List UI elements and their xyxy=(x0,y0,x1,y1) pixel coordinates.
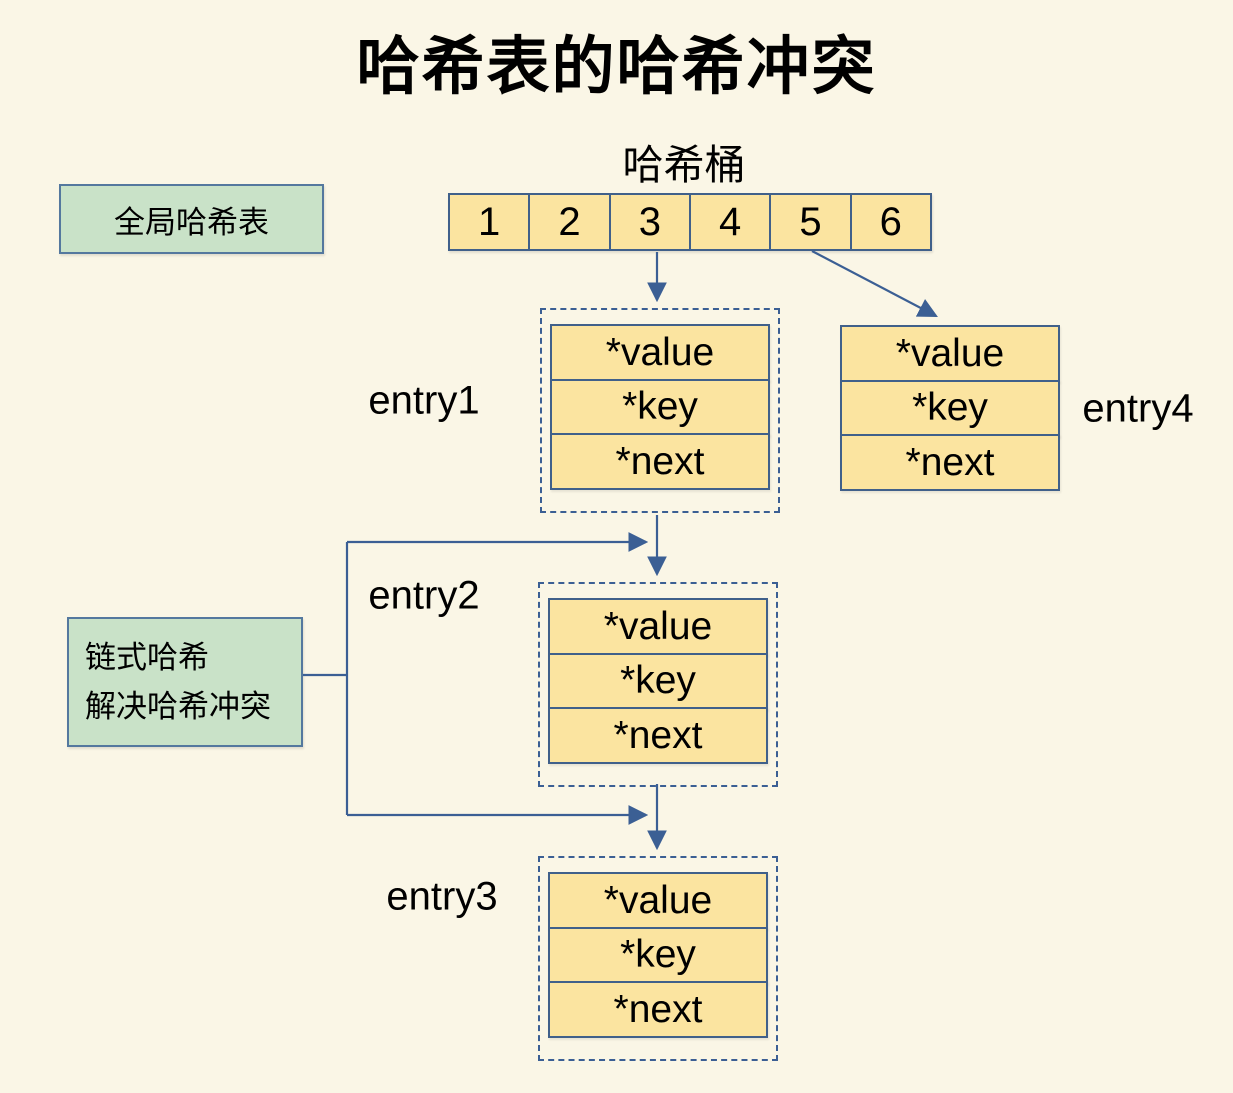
entry4-record: *value *key *next xyxy=(840,325,1060,491)
arrow-bucket5-to-entry4 xyxy=(811,250,938,318)
bucket-cell-3: 3 xyxy=(611,195,691,249)
entry1-node: *value *key *next xyxy=(540,308,780,513)
entry3-field-value: *value xyxy=(548,872,768,929)
entry1-label: entry1 xyxy=(368,378,480,423)
chained-hash-line2: 解决哈希冲突 xyxy=(85,689,271,724)
entry4-label: entry4 xyxy=(1082,386,1194,431)
entry3-node: *value *key *next xyxy=(538,856,778,1061)
entry1-field-key: *key xyxy=(550,378,770,436)
global-hash-table-label: 全局哈希表 xyxy=(59,184,324,254)
entry4-field-next: *next xyxy=(840,434,1060,491)
entry1-record: *value *key *next xyxy=(550,324,770,490)
entry2-field-value: *value xyxy=(548,598,768,655)
entry4-node: *value *key *next xyxy=(840,325,1060,491)
entry3-field-key: *key xyxy=(548,926,768,984)
bucket-cell-6: 6 xyxy=(879,199,902,244)
chain-bracket-line xyxy=(303,542,349,815)
entry2-field-key: *key xyxy=(548,652,768,710)
entry1-field-value: *value xyxy=(550,324,770,381)
chained-hash-label: 链式哈希 解决哈希冲突 xyxy=(67,617,303,747)
entry4-field-key: *key xyxy=(840,379,1060,437)
entry3-label: entry3 xyxy=(386,874,498,919)
bucket-cell-4: 4 xyxy=(691,195,772,249)
bucket-cell-1: 1 xyxy=(450,195,531,249)
bucket-cell-5: 5 xyxy=(771,195,852,249)
entry3-field-next: *next xyxy=(548,981,768,1038)
page-title: 哈希表的哈希冲突 xyxy=(356,32,877,102)
hash-bucket: 1 2 3 4 5 6 xyxy=(448,193,932,251)
entry2-node: *value *key *next xyxy=(538,582,778,787)
chained-hash-line1: 链式哈希 xyxy=(85,640,209,675)
entry4-field-value: *value xyxy=(840,325,1060,382)
entry2-record: *value *key *next xyxy=(548,598,768,764)
entry2-field-next: *next xyxy=(548,707,768,764)
entry2-label: entry2 xyxy=(368,573,480,618)
hash-bucket-label: 哈希桶 xyxy=(622,142,746,188)
entry1-field-next: *next xyxy=(550,433,770,490)
global-hash-table-text: 全局哈希表 xyxy=(114,204,269,240)
bucket-cell-2: 2 xyxy=(530,195,611,249)
entry3-record: *value *key *next xyxy=(548,872,768,1038)
